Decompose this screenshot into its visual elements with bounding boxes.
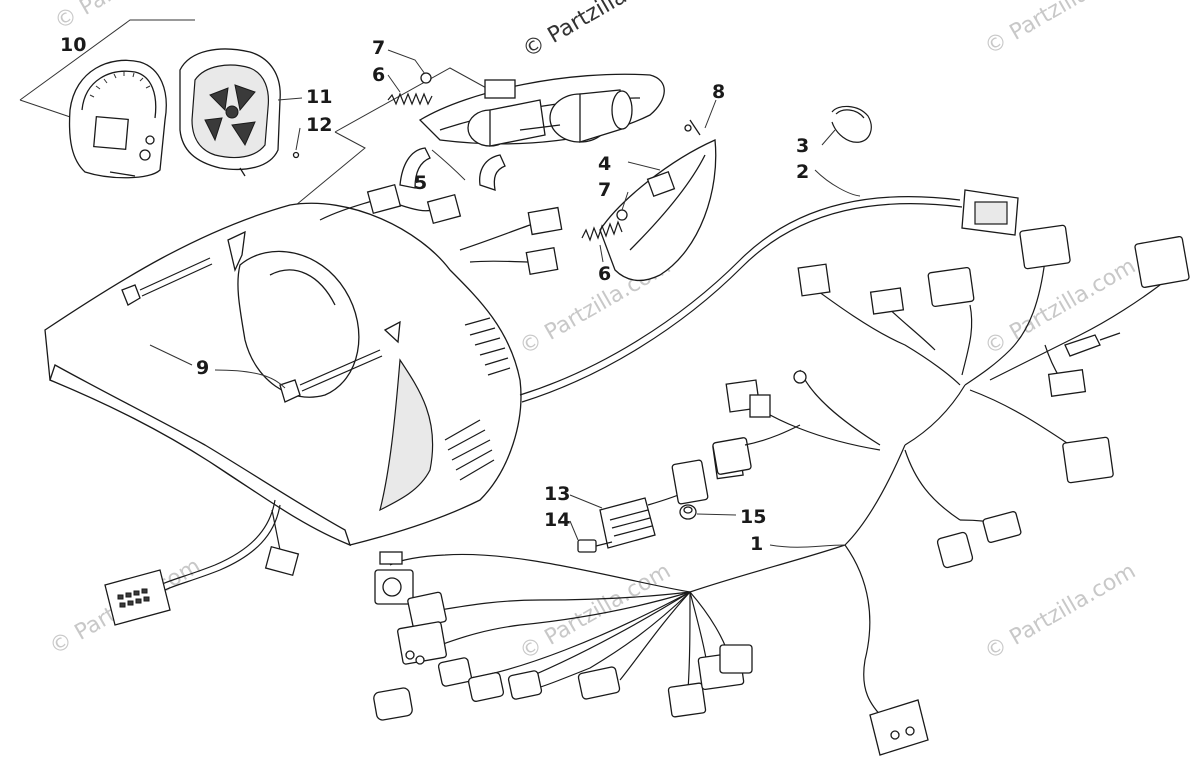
leader-3 bbox=[821, 129, 836, 146]
leader-4 bbox=[627, 161, 661, 171]
leader-1 bbox=[769, 544, 846, 548]
callouts: 10 11 12 7 6 8 3 2 5 4 7 6 9 13 14 15 1 bbox=[60, 34, 809, 555]
leader-7a bbox=[387, 49, 426, 75]
left-plug-harness bbox=[104, 499, 300, 626]
ring-3 bbox=[831, 105, 872, 143]
bolts-9 bbox=[121, 257, 383, 403]
callout-7-lower: 7 bbox=[598, 179, 611, 201]
leader-5 bbox=[431, 149, 466, 181]
callout-4: 4 bbox=[598, 153, 611, 175]
watermark-1: © Partzilla.com bbox=[51, 0, 211, 35]
callout-7-upper: 7 bbox=[372, 37, 385, 59]
callout-9: 9 bbox=[196, 357, 209, 379]
callout-3: 3 bbox=[796, 135, 809, 157]
watermark-2: © Partzilla.com bbox=[981, 0, 1141, 60]
leader-14 bbox=[569, 520, 579, 541]
leader-8 bbox=[704, 99, 717, 129]
callout-13: 13 bbox=[544, 483, 570, 505]
watermark-top: © Partzilla.com bbox=[519, 0, 679, 63]
leader-12 bbox=[295, 127, 301, 151]
right-harness bbox=[797, 224, 1190, 484]
leader-9a bbox=[214, 369, 286, 389]
bracket-7-6-lines bbox=[289, 131, 366, 211]
elbow-grommets bbox=[399, 147, 506, 191]
screw-12 bbox=[292, 151, 300, 159]
dash-body bbox=[44, 202, 522, 547]
callout-6-upper: 6 bbox=[372, 64, 385, 86]
gauge-cover bbox=[179, 48, 281, 177]
callout-6-lower: 6 bbox=[598, 263, 611, 285]
callout-14: 14 bbox=[544, 509, 570, 531]
dash-connectors bbox=[319, 183, 563, 276]
cable-2 bbox=[519, 189, 1019, 403]
callout-15: 15 bbox=[740, 506, 766, 528]
leader-15 bbox=[696, 513, 737, 516]
callout-11: 11 bbox=[306, 86, 332, 108]
callout-10: 10 bbox=[60, 34, 86, 56]
leader-9b bbox=[149, 344, 193, 366]
callout-8: 8 bbox=[712, 81, 725, 103]
callout-2: 2 bbox=[796, 161, 809, 183]
watermark-8: © Partzilla.com bbox=[981, 559, 1141, 666]
leader-11 bbox=[277, 97, 303, 101]
callout-12: 12 bbox=[306, 114, 332, 136]
leader-6b bbox=[599, 244, 604, 263]
leader-6a bbox=[387, 74, 401, 93]
speedometer bbox=[68, 59, 167, 179]
leader-7b bbox=[621, 191, 629, 211]
upper-cover bbox=[418, 73, 665, 147]
leader-2 bbox=[814, 169, 861, 197]
callout-1: 1 bbox=[750, 533, 763, 555]
spring-lower bbox=[581, 209, 628, 242]
callout-5: 5 bbox=[414, 172, 427, 194]
leader-13 bbox=[569, 494, 603, 509]
right-cover bbox=[599, 119, 717, 282]
spring-upper bbox=[387, 72, 433, 106]
main-harness-1 bbox=[373, 369, 1022, 756]
